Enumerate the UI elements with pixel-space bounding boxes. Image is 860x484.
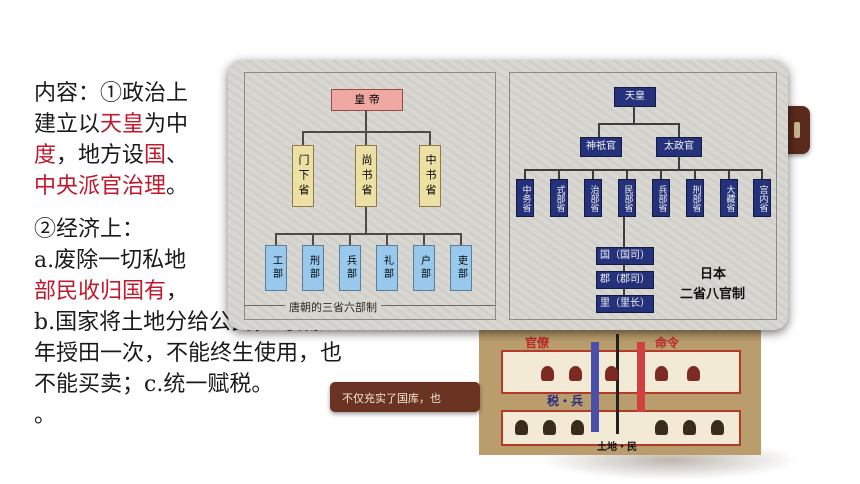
- tax-label: 税・兵: [547, 394, 584, 408]
- official-figure: [687, 366, 700, 381]
- hassho-box: 大藏省: [720, 179, 738, 217]
- sansheng-box: 尚书省: [355, 145, 377, 207]
- text-segment: 不能买卖；c.统一赋税。: [34, 372, 274, 397]
- official-label: 官僚: [525, 336, 550, 350]
- text-segment: 年授田一次，不能终生使用，也: [34, 341, 343, 366]
- kuni-box: 国（国司）: [596, 247, 654, 265]
- text-line: ②经济上：: [34, 214, 454, 245]
- people-band: [501, 410, 741, 446]
- liubu-box: 工部: [265, 245, 287, 291]
- highlight-text: 天皇: [100, 112, 145, 137]
- text-segment: 。: [166, 174, 189, 199]
- hassho-box: 中务省: [516, 179, 534, 217]
- official-figure: [569, 366, 582, 381]
- gun-box: 郡（郡司）: [596, 271, 654, 289]
- person-figure: [543, 420, 556, 435]
- order-label: 命令: [655, 336, 680, 350]
- liubu-box: 吏部: [450, 245, 472, 291]
- center-pole: [616, 334, 619, 434]
- text-line: 内容：①政治上: [34, 78, 454, 109]
- hassho-box: 治部省: [584, 179, 602, 217]
- officials-band: [501, 350, 741, 394]
- highlight-text: 中央派官治理: [34, 174, 167, 199]
- text-line: a.废除一切私地: [34, 245, 454, 276]
- hassho-box: 刑部省: [686, 179, 704, 217]
- hassho-box: 兵部省: [652, 179, 670, 217]
- land-label: 土地・民: [597, 442, 637, 453]
- text-segment: 内容：①政治上: [34, 81, 189, 106]
- text-segment: a.废除一切私地: [34, 248, 187, 273]
- text-segment: ，地方设: [56, 143, 145, 168]
- japan-title-line1: 日本: [700, 267, 727, 282]
- official-figure: [655, 366, 668, 381]
- person-figure: [683, 420, 696, 435]
- jingikan-box: 神祇官: [580, 137, 622, 157]
- text-segment: 。: [34, 403, 57, 428]
- text-line: 中央派官治理。: [34, 171, 454, 202]
- tooltip-text: 不仅充实了国库，也: [342, 392, 441, 405]
- japan-title-line2: 二省八官制: [680, 287, 746, 302]
- tooltip-popup[interactable]: 不仅充实了国库，也: [330, 382, 480, 412]
- highlight-text: 部民收归国有: [34, 279, 167, 304]
- hassho-box: 民部省: [618, 179, 636, 217]
- sato-box: 里（里长）: [596, 295, 654, 313]
- official-figure: [605, 366, 618, 381]
- text-segment: ②经济上：: [34, 217, 145, 242]
- person-figure: [571, 420, 584, 435]
- official-figure: [541, 366, 554, 381]
- text-segment: 、: [166, 143, 189, 168]
- ritsuryo-illustration: 官僚 命令 税・兵 土地・民: [479, 320, 761, 455]
- liubu-box: 兵部: [339, 245, 361, 291]
- arrow-up-icon: [591, 342, 599, 432]
- arrow-down-icon: [637, 342, 645, 412]
- tenno-box: 天皇: [614, 87, 656, 107]
- tang-diagram: 皇 帝 门下省 尚书省 中书省 工部 刑部 兵部 礼部 户部 吏部 唐朝的三省六…: [244, 72, 496, 320]
- highlight-text: 国: [144, 143, 167, 168]
- text-line: 度，地方设国、: [34, 140, 454, 171]
- liubu-box: 刑部: [302, 245, 324, 291]
- liubu-box: 礼部: [376, 245, 398, 291]
- dajokan-box: 太政官: [656, 137, 702, 157]
- tang-caption: 唐朝的三省六部制: [285, 299, 381, 315]
- highlight-text: 度: [34, 143, 57, 168]
- person-figure: [655, 420, 668, 435]
- emperor-box: 皇 帝: [331, 89, 403, 111]
- text-line: 建立以天皇为中: [34, 109, 454, 140]
- hassho-box: 式部省: [550, 179, 568, 217]
- image-popup[interactable]: 皇 帝 门下省 尚书省 中书省 工部 刑部 兵部 礼部 户部 吏部 唐朝的三省六…: [228, 60, 788, 330]
- text-segment: 为中: [144, 112, 189, 137]
- text-line: 。: [34, 400, 454, 431]
- person-figure: [711, 420, 724, 435]
- japan-diagram: 天皇 神祇官 太政官 中务省 式部省 治部省 民部省 兵部省 刑部省 大藏省 宫…: [509, 72, 777, 320]
- text-line: 不能买卖；c.统一赋税。: [34, 369, 454, 400]
- text-segment: 建立以: [34, 112, 101, 137]
- sansheng-box: 中书省: [419, 145, 441, 207]
- person-figure: [515, 420, 528, 435]
- text-line: 部民收归国有，: [34, 276, 454, 307]
- text-segment: ，: [166, 279, 189, 304]
- hassho-box: 宫内省: [753, 179, 771, 217]
- sansheng-box: 门下省: [292, 145, 314, 207]
- liubu-box: 户部: [413, 245, 435, 291]
- tab-grip-icon: [794, 122, 800, 138]
- text-line: 年授田一次，不能终生使用，也: [34, 338, 454, 369]
